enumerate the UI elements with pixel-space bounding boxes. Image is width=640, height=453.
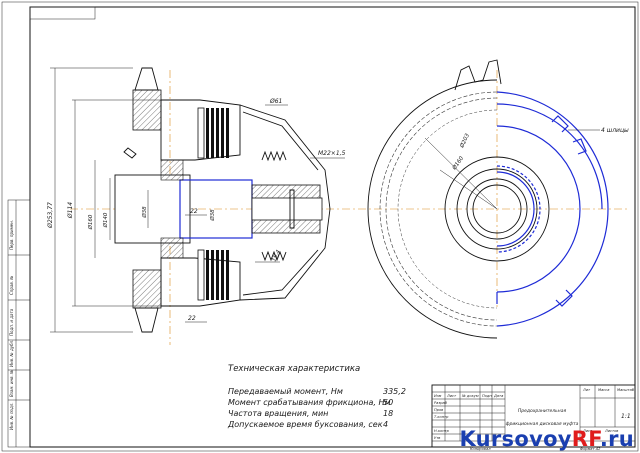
strip-label: Инв. № подл. <box>9 402 14 430</box>
strip-label: Справ. № <box>9 276 14 295</box>
watermark-part1: Kursovoy <box>459 427 572 451</box>
coupling-front-view: Ø203 Ø160 4 шлицы <box>367 59 629 339</box>
tb-head: Лист <box>446 394 457 398</box>
tb-scale-value: 1:1 <box>621 413 631 420</box>
title-block: Лист № докум Подп Дата Изм Разраб Пров Т… <box>431 384 636 451</box>
tb-col-scale: Масштаб <box>617 388 635 392</box>
tech-characteristics: Техническая характеристика Передаваемый … <box>227 364 406 429</box>
tb-sheets: Листов <box>604 429 618 433</box>
strip-label: Взам. инв. № <box>9 370 14 397</box>
dim-thread: M22×1,5 <box>318 150 346 157</box>
strip-label: Подп. и дата <box>9 308 14 336</box>
tb-sheet: Лист <box>582 429 593 433</box>
dim-hub-diameter: Ø114 <box>67 202 74 219</box>
tb-format: Формат А2 <box>580 447 601 451</box>
tb-name-line1: Предохранительная <box>518 408 567 414</box>
tb-row: Т.контр <box>434 415 449 419</box>
coupling-section-view <box>114 67 331 333</box>
tb-row: Изм <box>434 394 442 398</box>
dim-diameter-d: Ø38 <box>209 209 216 222</box>
site-watermark: KursovoyRF.ru <box>459 427 634 451</box>
strip-label: Перв. примен. <box>9 220 14 250</box>
tb-col-mass: Масса <box>598 388 609 392</box>
dim-diameter-61: Ø61 <box>269 98 282 105</box>
dim-length-15-4: 15,4 <box>271 249 282 263</box>
slots-note: 4 шлицы <box>601 127 629 134</box>
tb-head: № докум <box>461 394 479 398</box>
tb-row: Н.контр <box>434 429 450 433</box>
tech-row-label: Частота вращения, мин <box>228 409 328 418</box>
spring-top <box>261 150 287 162</box>
dim-outer-diameter: Ø253,77 <box>47 202 54 229</box>
section-dimensions: Ø253,77 Ø114 Ø160 Ø140 Ø38 Ø38 22 22 Ø61… <box>47 67 346 333</box>
strip-label: Инв. № дубл. <box>9 340 14 367</box>
watermark-accent: RF <box>571 427 600 451</box>
dim-radius-203: Ø203 <box>458 132 471 150</box>
side-strip: Перв. примен. Справ. № Подп. и дата Инв.… <box>7 199 31 448</box>
tb-row: Пров <box>434 408 443 412</box>
tb-row: Утв <box>434 436 440 440</box>
tb-name-line2: фрикционная дисковая муфта <box>506 421 579 427</box>
tech-row-label: Момент срабатывания фрикциона, Нм <box>228 398 391 407</box>
dim-diameter-a: Ø160 <box>87 214 94 230</box>
tb-row: Разраб <box>434 401 448 405</box>
tech-row-label: Допускаемое время буксования, сек <box>227 420 383 429</box>
friction-disc-pack-bottom <box>197 249 229 301</box>
tech-row-value: 4 <box>383 420 388 429</box>
tb-head: Дата <box>493 394 503 398</box>
tb-col-lit: Лит <box>582 388 591 392</box>
dim-length-22-top: 22 <box>190 208 198 215</box>
dim-diameter-b: Ø140 <box>102 212 109 228</box>
tb-head: Подп <box>482 394 492 398</box>
tech-row-value: 50 <box>383 398 393 407</box>
tech-row-label: Передаваемый момент, Нм <box>228 387 343 396</box>
tech-row-value: 335,2 <box>383 387 406 396</box>
dim-diameter-c: Ø38 <box>141 206 148 219</box>
tb-copied: Копировал <box>470 447 491 451</box>
tech-title: Техническая характеристика <box>228 364 360 374</box>
dim-length-22-bottom: 22 <box>188 315 196 322</box>
tech-row-value: 18 <box>383 409 393 418</box>
spring-bottom <box>261 250 287 262</box>
watermark-part2: .ru <box>599 427 634 451</box>
friction-disc-pack-top <box>197 107 229 159</box>
